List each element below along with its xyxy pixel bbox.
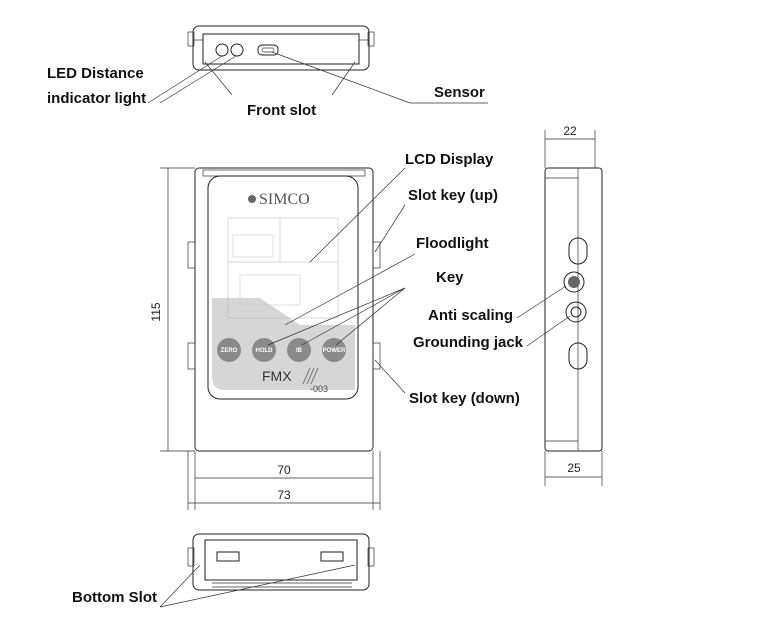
simco-logo: SIMCO	[248, 191, 310, 208]
led-indicator-right	[230, 43, 244, 57]
svg-text:IB: IB	[296, 348, 303, 354]
front-view: SIMCO ZERO HOLD IB	[187, 167, 381, 452]
lcd-display	[227, 217, 339, 319]
side-view	[544, 167, 603, 452]
key-hold[interactable]: HOLD	[252, 338, 276, 362]
slot-key-down-label: Slot key (down)	[409, 390, 520, 407]
key-zero[interactable]: ZERO	[217, 338, 241, 362]
height-dimension: 115	[149, 167, 195, 452]
key-label: Key	[436, 269, 464, 286]
side-dimensions: 22 25	[544, 124, 603, 486]
floodlight-label: Floodlight	[416, 235, 488, 252]
svg-text:115: 115	[149, 302, 163, 321]
anti-scaling-button[interactable]	[563, 271, 585, 293]
grounding-jack-label: Grounding jack	[413, 334, 524, 351]
grounding-jack[interactable]	[565, 301, 587, 323]
key-power[interactable]: POWER	[322, 338, 346, 362]
led-indicator-left	[215, 43, 229, 57]
svg-text:HOLD: HOLD	[256, 348, 274, 354]
svg-text:73: 73	[277, 488, 291, 502]
sensor-window	[257, 44, 279, 56]
svg-text:-003: -003	[310, 384, 328, 394]
led-label-line1: LED Distance	[47, 65, 144, 82]
led-label-line2: indicator light	[47, 90, 146, 107]
svg-text:POWER: POWER	[323, 348, 346, 354]
lcd-display-label: LCD Display	[405, 151, 494, 168]
svg-text:ZERO: ZERO	[221, 348, 238, 354]
svg-text:22: 22	[563, 124, 577, 138]
side-slot-key-up[interactable]	[568, 237, 588, 265]
sensor-label: Sensor	[434, 84, 485, 101]
svg-text:SIMCO: SIMCO	[259, 191, 310, 208]
svg-text:25: 25	[567, 461, 581, 475]
callout-labels: LED Distance indicator light Front slot …	[47, 65, 524, 606]
slot-key-up-label: Slot key (up)	[408, 187, 498, 204]
side-slot-key-down[interactable]	[568, 342, 588, 370]
top-view	[187, 25, 375, 71]
model-label: FMX	[262, 368, 292, 384]
bottom-view	[187, 533, 375, 591]
anti-scaling-label: Anti scaling	[428, 307, 513, 324]
width-dimensions: 70 73	[187, 451, 381, 510]
key-ib[interactable]: IB	[287, 338, 311, 362]
leader-lines	[147, 51, 571, 608]
model-suffix-mark: -003	[302, 367, 328, 394]
front-slot-label: Front slot	[247, 102, 316, 119]
bottom-slot-label: Bottom Slot	[72, 589, 157, 606]
svg-text:70: 70	[277, 463, 291, 477]
